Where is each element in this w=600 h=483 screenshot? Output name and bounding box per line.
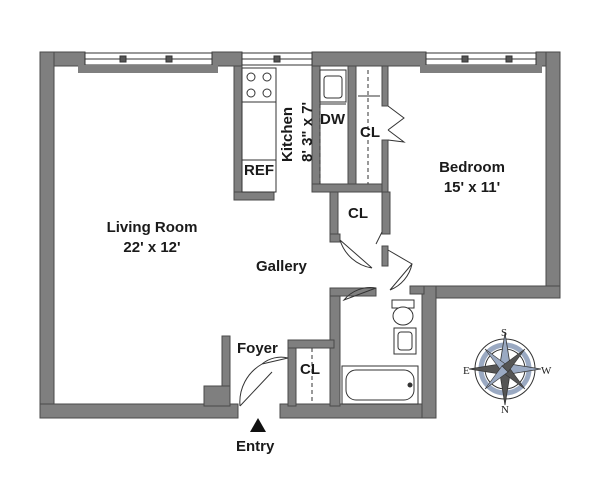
stove — [241, 67, 277, 103]
compass-n-label: N — [501, 404, 509, 416]
burner-icon — [246, 72, 256, 82]
gallery-label: Gallery — [256, 258, 307, 275]
wall-bedroom-left-mid — [381, 139, 389, 201]
exterior-walls — [39, 51, 561, 419]
foyer-label: Foyer — [237, 340, 278, 357]
wall-kitchen-left — [233, 65, 243, 201]
doors — [239, 105, 413, 407]
closet-foyer-label: CL — [300, 361, 320, 378]
wall-right-lower — [421, 285, 437, 419]
door-foyer-closet — [261, 356, 289, 365]
burner-icon — [262, 88, 272, 98]
kitchen-label: Kitchen 8' 3" x 7' — [278, 102, 318, 162]
bedroom-label: Bedroom 15' x 11' — [420, 158, 524, 198]
door-bedroom — [387, 249, 413, 291]
kitchen-name: Kitchen — [279, 106, 296, 162]
wall-kitchen-bottom — [233, 191, 275, 201]
compass-w-label: W — [541, 365, 552, 377]
wall-foyer-corner — [203, 385, 231, 407]
wall-foyer-closet-top — [287, 339, 335, 349]
wall-step — [421, 285, 561, 299]
wall-bottom-right — [279, 403, 437, 419]
wall-foyer-closet-left — [287, 339, 297, 407]
kitchen-dims: 8' 3" x 7' — [299, 101, 316, 162]
interior-walls — [203, 65, 425, 407]
sink-basin-icon — [323, 75, 343, 99]
entry-arrow-icon — [250, 418, 266, 432]
dishwasher-label: DW — [320, 111, 345, 128]
burner-icon — [262, 72, 272, 82]
burner-icon — [246, 88, 256, 98]
door-bath — [342, 287, 377, 302]
entry-label: Entry — [236, 438, 275, 455]
compass-icon — [468, 332, 542, 406]
closet-kitchen-label: CL — [360, 124, 380, 141]
wall-kitchen-closets-bottom — [311, 183, 389, 193]
door-bifold-kitchen-cl — [387, 105, 406, 143]
door-gallery-cl — [339, 239, 373, 269]
wall-top-mid — [311, 51, 427, 67]
wall-bedroom-left-low — [381, 245, 389, 267]
wall-cl-left — [347, 65, 357, 193]
wall-gallery-cl-right — [381, 191, 391, 235]
bedroom-dims: 15' x 11' — [443, 179, 501, 196]
wall-left — [39, 51, 55, 419]
sink — [319, 69, 347, 103]
bedroom-name: Bedroom — [439, 159, 505, 176]
door-entry — [239, 363, 273, 407]
bathtub-basin-icon — [345, 369, 415, 401]
wall-right — [545, 51, 561, 297]
compass-e-label: E — [463, 365, 470, 377]
bath-fixtures — [341, 299, 419, 405]
wall-foyer-stub — [221, 335, 231, 387]
vanity-sink-icon — [397, 331, 413, 351]
compass-s-label: S — [501, 327, 507, 339]
wall-bedroom-left-top — [381, 65, 389, 107]
wall-bottom-left — [39, 403, 239, 419]
refrigerator — [241, 159, 277, 193]
living-room-label: Living Room 22' x 12' — [92, 218, 212, 258]
refrigerator-label: REF — [244, 162, 274, 179]
wall-top-mid-left — [211, 51, 243, 67]
closet-gallery-label: CL — [348, 205, 368, 222]
windows — [78, 52, 542, 73]
counter — [241, 101, 277, 161]
living-room-name: Living Room — [106, 219, 198, 236]
kitchen-fixtures — [241, 67, 380, 193]
toilet-bowl-icon — [392, 306, 414, 326]
living-room-dims: 22' x 12' — [123, 239, 181, 256]
